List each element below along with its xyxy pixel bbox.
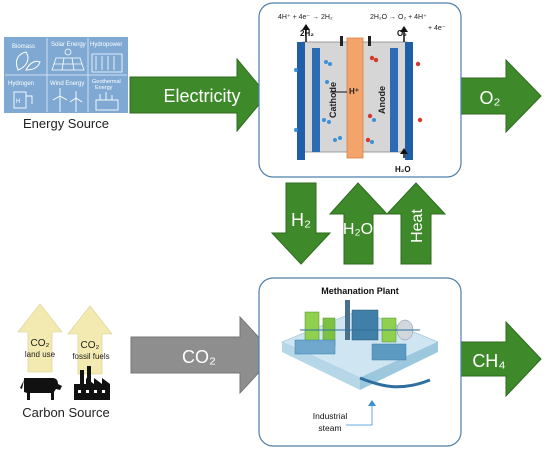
h2-label: H₂ xyxy=(291,210,311,230)
methanation-panel: Methanation Plant Industrial steam xyxy=(258,277,462,447)
factory-icon xyxy=(74,366,110,400)
co2-fossil-label: CO₂ xyxy=(81,340,100,351)
tile-hydrogen: Hydrogen xyxy=(8,81,34,87)
hydrogen-icon: H xyxy=(13,91,33,109)
negative-terminal xyxy=(340,36,343,46)
proton-membrane xyxy=(346,37,364,159)
energy-source-panel: Biomass Solar Energy Hydropower Hydrogen… xyxy=(4,37,128,131)
electrolyzer-panel: 4H⁺ + 4e⁻ → 2H₂ 2H₂O → O₂ + 4H⁺ + 4e⁻ 2H… xyxy=(258,2,462,178)
solar-panel-icon xyxy=(51,48,85,71)
ch4-label: CH₄ xyxy=(472,351,505,371)
svg-text:H: H xyxy=(16,99,20,105)
o2-out-label: O₂ xyxy=(397,29,407,38)
tile-hydropower: Hydropower xyxy=(90,42,122,48)
fossil-fuels-emission-arrow: CO₂ fossil fuels xyxy=(67,305,113,375)
land-use-label: land use xyxy=(25,350,56,359)
positive-terminal xyxy=(368,36,371,46)
fossil-fuels-label: fossil fuels xyxy=(72,352,109,361)
anode-electrode xyxy=(390,48,398,152)
carbon-source-label: Carbon Source xyxy=(22,405,109,420)
biomass-icon xyxy=(15,51,41,71)
proton-label: H⁺ xyxy=(349,87,359,96)
anode-plate xyxy=(405,42,413,160)
co2-arrow: CO₂ xyxy=(130,315,276,395)
electricity-arrow: Electricity xyxy=(129,57,268,133)
methanation-title: Methanation Plant xyxy=(321,286,399,296)
carbon-source-panel: CO₂ land use CO₂ fossil fuels Carbon Sou… xyxy=(17,303,113,420)
industrial-plant-illustration xyxy=(281,300,439,390)
steam-label-line2: steam xyxy=(318,423,341,433)
cathode-label: Cathode xyxy=(328,82,338,118)
geothermal-icon xyxy=(95,92,119,111)
molecule-dots xyxy=(294,55,423,144)
tile-solar: Solar Energy xyxy=(51,42,86,48)
cathode-electrode xyxy=(312,48,320,152)
anode-label: Anode xyxy=(377,86,387,114)
h2o-in-label: H₂O xyxy=(395,165,411,174)
h2-out-label: 2H₂ xyxy=(300,29,314,38)
h2o-up-arrow: H₂O xyxy=(328,182,389,265)
steam-label-line1: Industrial xyxy=(313,411,348,421)
heat-label: Heat xyxy=(409,209,426,243)
energy-source-label: Energy Source xyxy=(23,116,109,131)
anode-equation-electrons: + 4e⁻ xyxy=(428,25,446,32)
cow-icon xyxy=(20,378,62,400)
anode-equation: 2H₂O → O₂ + 4H⁺ xyxy=(370,14,427,21)
electricity-label: Electricity xyxy=(163,86,240,106)
h2o-label: H₂O xyxy=(343,221,373,238)
steam-pointer xyxy=(346,402,373,426)
h2-down-arrow: H₂ xyxy=(270,182,332,265)
co2-arrow-label: CO₂ xyxy=(182,347,216,367)
tile-biomass: Biomass xyxy=(12,44,35,50)
o2-label: O₂ xyxy=(480,88,501,108)
land-use-emission-arrow: CO₂ land use xyxy=(17,303,63,373)
tile-wind: Wind Energy xyxy=(50,81,84,87)
co2-land-use-label: CO₂ xyxy=(31,338,50,349)
heat-up-arrow: Heat xyxy=(385,182,447,265)
wind-turbine-icon xyxy=(52,88,83,112)
hydropower-icon xyxy=(91,53,123,73)
cathode-equation: 4H⁺ + 4e⁻ → 2H₂ xyxy=(278,14,333,21)
cathode-plate xyxy=(297,42,305,160)
